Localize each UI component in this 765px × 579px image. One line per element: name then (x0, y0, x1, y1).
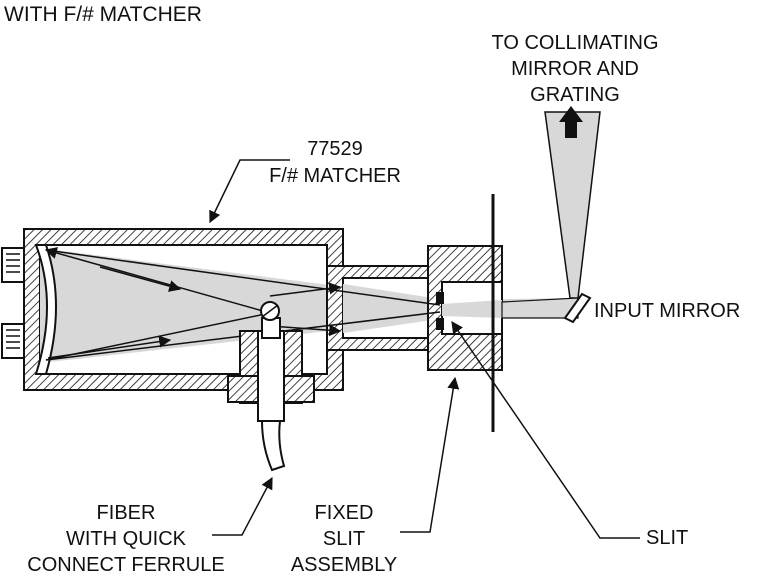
collimating-line-2: MIRROR AND (511, 58, 639, 80)
slit-leader (451, 321, 640, 539)
input-mirror-label: INPUT MIRROR (594, 300, 741, 322)
fiber-leader (212, 476, 273, 536)
collimating-label: TO COLLIMATING MIRROR AND GRATING (460, 30, 690, 108)
fiber-line-1: FIBER (96, 502, 156, 524)
concave-mirror (34, 244, 57, 375)
fiber-line-2: WITH QUICK (66, 528, 186, 550)
matcher-leader (209, 159, 290, 224)
fixed-slit-line-3: ASSEMBLY (290, 554, 398, 576)
up-arrow-icon (559, 106, 583, 138)
slit-label: SLIT (646, 527, 689, 549)
output-beam (544, 111, 601, 299)
slit-assembly-leader (400, 376, 460, 533)
fixed-slit-line-1: FIXED (314, 502, 374, 524)
page-title: WITH F/# MATCHER (4, 3, 202, 26)
slit-jaw-bottom (436, 318, 444, 330)
adjust-knob-top (1, 247, 25, 283)
slit-jaw-top (436, 292, 444, 304)
matcher-label: 77529 F/# MATCHER (250, 136, 420, 190)
collimating-line-1: TO COLLIMATING (491, 32, 659, 54)
collimating-line-3: GRATING (530, 84, 620, 106)
matcher-model: 77529 (307, 138, 363, 160)
fiber-cable (260, 420, 286, 472)
fixed-slit-line-2: SLIT (322, 528, 366, 550)
fiber-label: FIBER WITH QUICK CONNECT FERRULE (2, 500, 250, 578)
input-mirror (563, 292, 592, 324)
matcher-name: F/# MATCHER (269, 165, 401, 187)
adjust-knob-bottom (1, 323, 25, 359)
fixed-slit-label: FIXED SLIT ASSEMBLY (284, 500, 404, 578)
fiber-line-3: CONNECT FERRULE (27, 554, 225, 576)
